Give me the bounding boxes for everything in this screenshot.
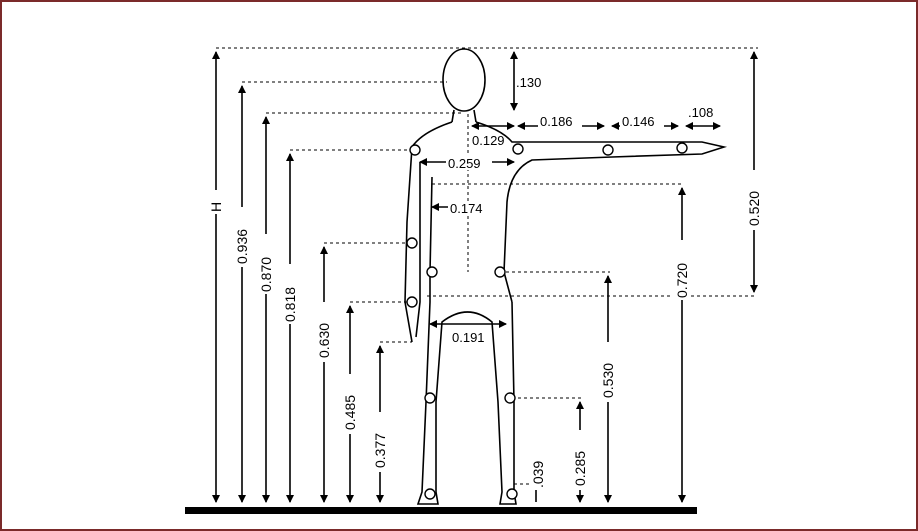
label-0186: 0.186 bbox=[540, 114, 573, 129]
label-0377: 0.377 bbox=[372, 433, 388, 468]
label-0818: 0.818 bbox=[282, 287, 298, 322]
reference-lines bbox=[216, 47, 758, 485]
floor-line bbox=[185, 507, 697, 514]
label-0285: 0.285 bbox=[572, 451, 588, 486]
label-0530: 0.530 bbox=[600, 363, 616, 398]
dimension-labels: H 0.936 0.870 0.818 0.630 0.485 0.377 0.… bbox=[207, 74, 763, 490]
label-108: .108 bbox=[688, 105, 713, 120]
label-039: .039 bbox=[530, 461, 546, 488]
label-0485: 0.485 bbox=[342, 395, 358, 430]
label-0259: 0.259 bbox=[448, 156, 481, 171]
label-130: .130 bbox=[516, 75, 541, 90]
label-0129: 0.129 bbox=[472, 133, 505, 148]
label-0191: 0.191 bbox=[452, 330, 485, 345]
label-0630: 0.630 bbox=[316, 323, 332, 358]
label-H: H bbox=[208, 202, 224, 212]
label-0870: 0.870 bbox=[258, 257, 274, 292]
label-0720: 0.720 bbox=[674, 263, 690, 298]
label-0520: 0.520 bbox=[746, 191, 762, 226]
label-0174: 0.174 bbox=[450, 201, 483, 216]
label-0146: 0.146 bbox=[622, 114, 655, 129]
label-0936: 0.936 bbox=[234, 229, 250, 264]
